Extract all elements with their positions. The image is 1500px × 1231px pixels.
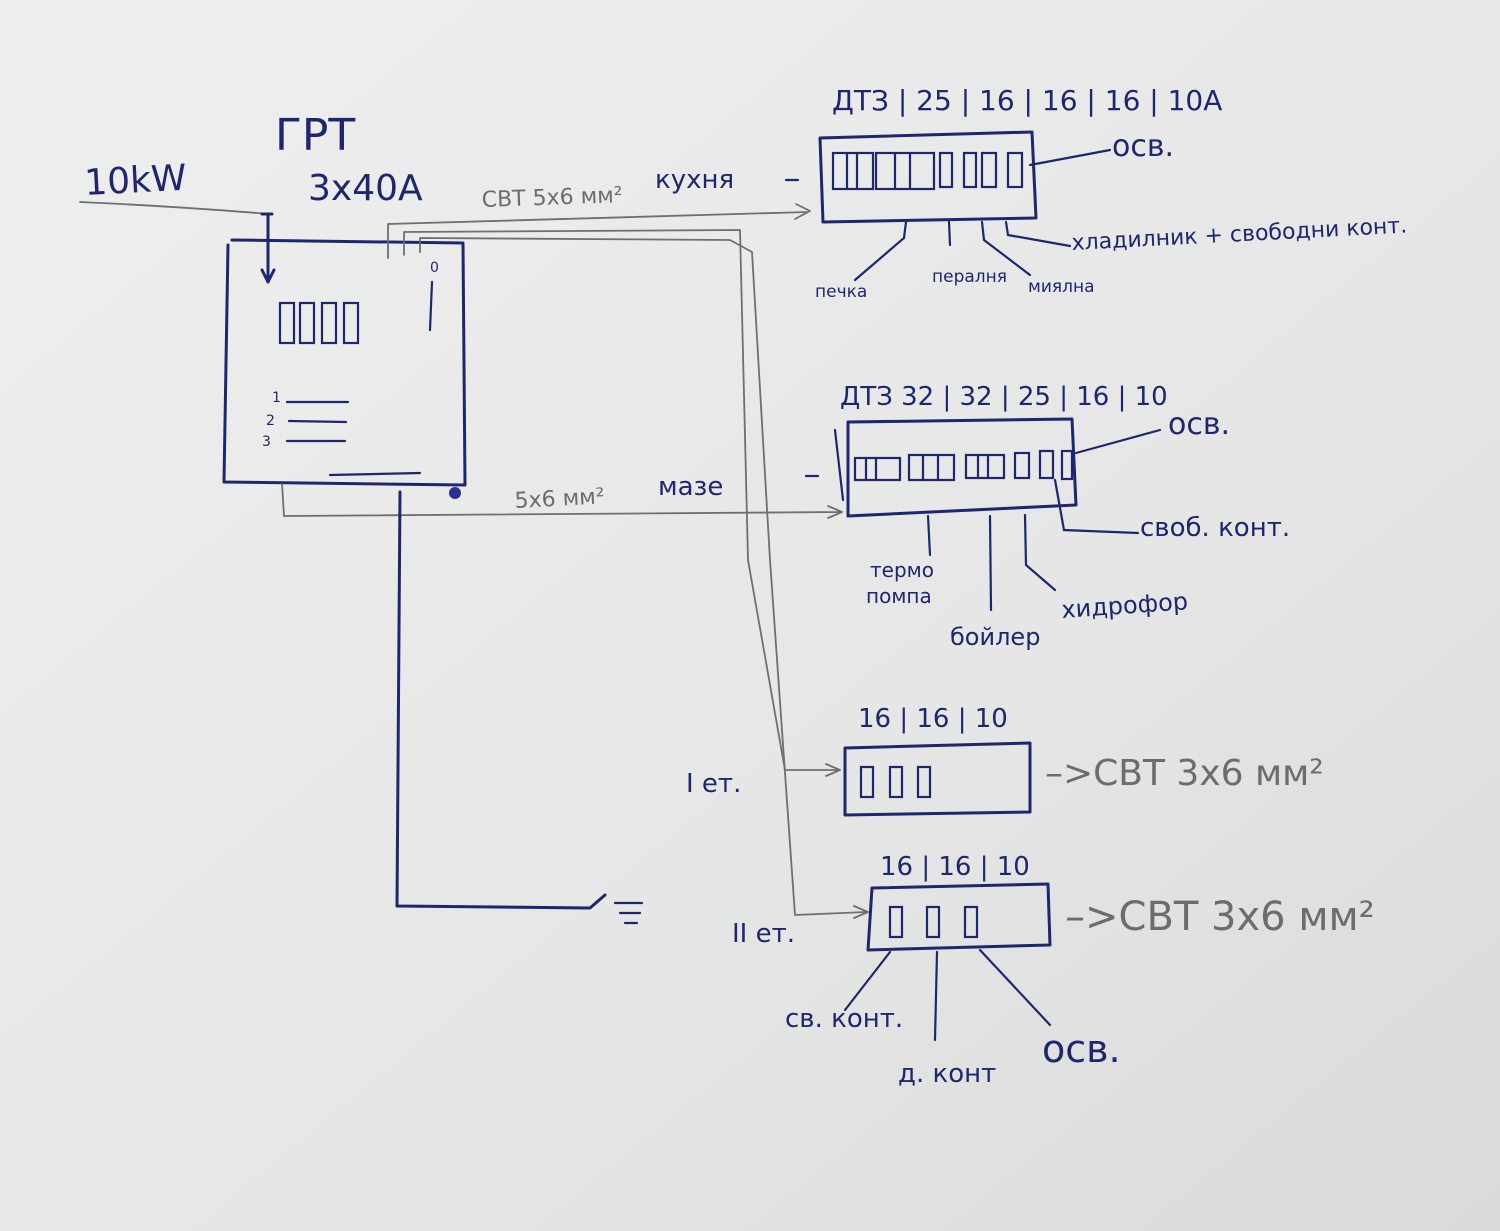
kitchen-light-lead — [1028, 148, 1112, 167]
kitchen-panel-box — [818, 130, 1038, 224]
box-edge — [833, 428, 845, 502]
basement-ratings: ДТЗ 32 | 32 | 25 | 16 | 10 — [840, 382, 1168, 412]
main-board-title: ГРТ — [275, 110, 355, 161]
lead — [978, 948, 1052, 1027]
lead — [1023, 513, 1057, 592]
kitchen-cable — [387, 203, 811, 259]
lead — [926, 514, 932, 557]
bus-label-3: 3 — [262, 434, 271, 450]
floor1-panel: 16 | 16 | 10 I ет. –>СВТ 3x6 мм² — [686, 704, 1324, 817]
basement-panel-box — [846, 417, 1078, 518]
basement-label: мазе — [658, 472, 723, 502]
floor2-sockets-label: св. конт. — [785, 1004, 903, 1034]
floor1-label: I ет. — [686, 769, 741, 799]
ground-icon — [613, 901, 644, 925]
lead — [947, 220, 952, 247]
heatpump-label-1: термо — [870, 558, 934, 582]
floor2-ratings: 16 | 16 | 10 — [880, 852, 1030, 882]
breaker — [963, 905, 979, 939]
floor2-light-label: осв. — [1042, 1027, 1121, 1071]
kitchen-breakers — [831, 151, 1024, 191]
main-board: ГРТ 3x40A 10kW 1 2 3 0 — [79, 110, 467, 499]
basement-panel: мазе ДТЗ 32 | 32 | 25 | 16 | 10 осв. сво… — [658, 382, 1290, 651]
bus-label-1: 1 — [272, 390, 281, 406]
ink-blot — [449, 487, 461, 499]
basement-cable — [281, 483, 843, 519]
input-line — [79, 201, 271, 215]
lead — [1074, 428, 1162, 455]
lead — [933, 950, 939, 1042]
floor1-panel-box — [843, 741, 1032, 817]
bus-bars — [285, 400, 350, 443]
floor2-panel-box — [866, 882, 1052, 952]
basement-light-label: осв. — [1168, 407, 1230, 442]
kitchen-dishwasher-label: миялна — [1028, 277, 1095, 297]
lead — [853, 220, 908, 282]
main-switch-icon — [428, 280, 434, 332]
breaker — [888, 905, 904, 939]
lead — [1053, 478, 1140, 535]
heatpump-label-2: помпа — [866, 584, 932, 608]
cables: СВТ 5x6 мм² 5x6 мм² — [281, 183, 869, 919]
floor1-ratings: 16 | 16 | 10 — [858, 704, 1008, 734]
switch-label: 0 — [430, 260, 439, 276]
kitchen-light-label: осв. — [1112, 129, 1174, 164]
basement-cable-label: 5x6 мм² — [514, 484, 605, 514]
lead — [980, 220, 1032, 277]
floor2-label: II ет. — [732, 919, 795, 949]
kitchen-label: кухня — [655, 165, 734, 195]
main-board-box — [222, 238, 467, 487]
ground — [395, 490, 644, 925]
main-board-rating: 3x40A — [308, 168, 423, 209]
breaker — [888, 765, 904, 799]
kitchen-ratings: ДТЗ | 25 | 16 | 16 | 16 | 10A — [832, 84, 1222, 117]
earth-bar — [328, 471, 422, 477]
boiler-label: бойлер — [950, 623, 1040, 651]
breaker — [925, 905, 941, 939]
breaker — [859, 765, 875, 799]
floor2-panel: 16 | 16 | 10 II ет. –>СВТ 3x6 мм² св. ко… — [732, 852, 1375, 1089]
lead — [988, 514, 993, 612]
kitchen-washer-label: пералня — [932, 267, 1007, 287]
lead — [843, 950, 892, 1012]
input-power-label: 10kW — [83, 158, 187, 204]
basement-sockets-label: своб. конт. — [1140, 513, 1290, 543]
main-breakers — [278, 301, 360, 345]
kitchen-cable-label: СВТ 5x6 мм² — [481, 183, 623, 213]
floor1-cable — [403, 229, 841, 777]
ground-wire — [395, 490, 607, 910]
floor1-cable-label: –>СВТ 3x6 мм² — [1045, 753, 1324, 794]
kitchen-stove-label: печка — [815, 282, 867, 302]
bus-label-2: 2 — [266, 413, 275, 429]
floor2-cable-label: –>СВТ 3x6 мм² — [1065, 894, 1375, 940]
floor2-cable — [419, 237, 869, 919]
lead — [1004, 220, 1072, 248]
input-arrow-icon — [260, 212, 276, 284]
floor2-d-sockets-label: д. конт — [898, 1059, 996, 1089]
breaker — [916, 765, 932, 799]
basement-breakers — [853, 449, 1074, 482]
